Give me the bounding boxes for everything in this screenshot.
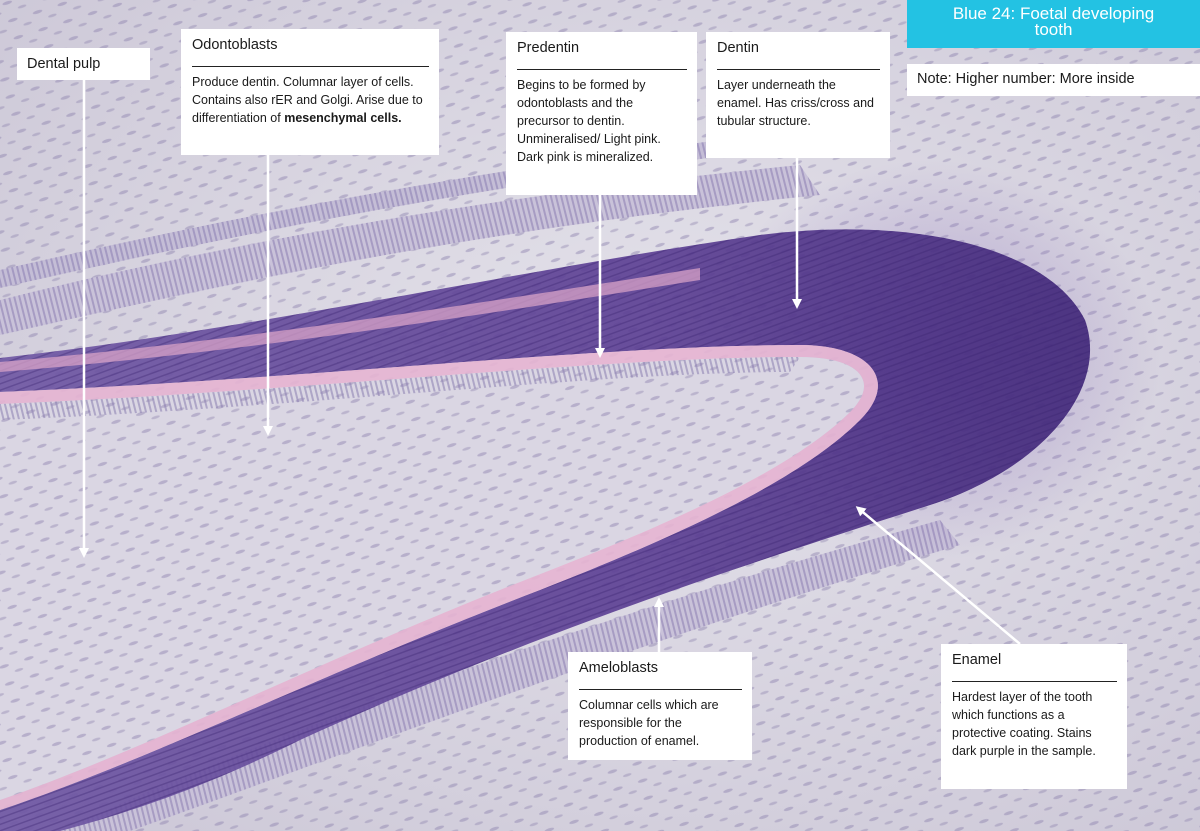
label-enamel-desc: Hardest layer of the tooth which functio… [952, 690, 1096, 758]
label-dental-pulp: Dental pulp [17, 48, 150, 80]
label-ameloblasts-desc: Columnar cells which are responsible for… [579, 698, 719, 748]
label-predentin-desc: Begins to be formed by odontoblasts and … [517, 78, 661, 164]
label-enamel: Enamel Hardest layer of the tooth which … [941, 644, 1127, 789]
label-odontoblasts-desc-bold: mesenchymal cells. [284, 111, 402, 125]
label-dentin-title: Dentin [717, 40, 880, 70]
label-odontoblasts: Odontoblasts Produce dentin. Columnar la… [181, 29, 439, 155]
label-dental-pulp-title: Dental pulp [27, 56, 101, 72]
figure-title: Blue 24: Foetal developing tooth [907, 0, 1200, 48]
label-odontoblasts-desc-text: Produce dentin. Columnar layer of cells.… [192, 75, 423, 125]
label-odontoblasts-title: Odontoblasts [192, 37, 429, 67]
label-ameloblasts-title: Ameloblasts [579, 660, 742, 690]
note-text: Note: Higher number: More inside [917, 71, 1135, 87]
label-predentin: Predentin Begins to be formed by odontob… [506, 32, 697, 195]
figure-title-line-1: Blue 24: Foetal developing [952, 4, 1155, 23]
label-dentin-desc: Layer underneath the enamel. Has criss/c… [717, 78, 875, 128]
note-box: Note: Higher number: More inside [907, 64, 1200, 96]
label-enamel-title: Enamel [952, 652, 1117, 682]
label-ameloblasts: Ameloblasts Columnar cells which are res… [568, 652, 752, 760]
label-odontoblasts-desc: Produce dentin. Columnar layer of cells.… [192, 73, 429, 127]
figure-title-line-2: tooth [1034, 20, 1073, 39]
label-predentin-title: Predentin [517, 40, 687, 70]
label-dentin: Dentin Layer underneath the enamel. Has … [706, 32, 890, 158]
